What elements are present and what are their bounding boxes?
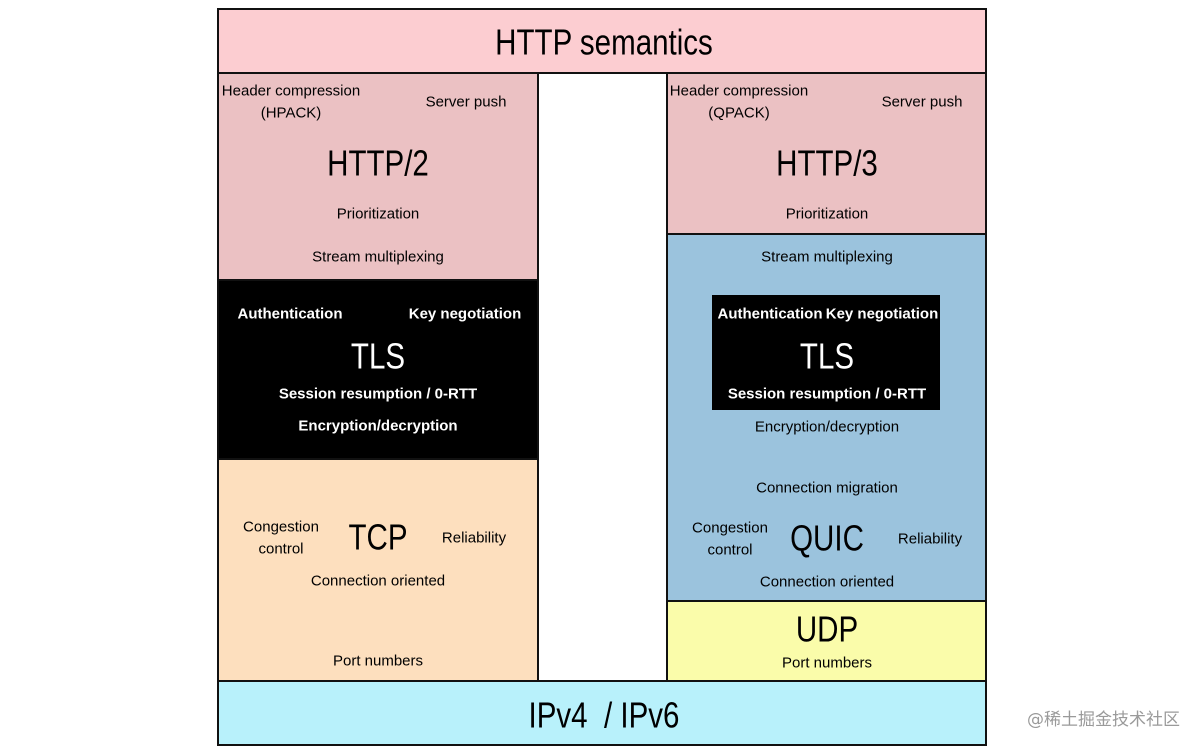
udp-title: UDP <box>795 608 859 650</box>
http2-title: HTTP/2 <box>327 142 429 184</box>
watermark: @稀土掘金技术社区 <box>1027 710 1180 730</box>
http2-layer: Header compression (HPACK) Server push H… <box>217 72 539 281</box>
tls-left-session-resumption-label: Session resumption / 0-RTT <box>278 385 478 403</box>
quic-congestion-label: Congestion <box>692 519 768 537</box>
http2-prioritization-label: Prioritization <box>336 205 420 223</box>
tls-left-title: TLS <box>350 335 406 377</box>
tls-left-authentication-label: Authentication <box>237 305 343 323</box>
quic-connection-oriented-label: Connection oriented <box>759 573 895 591</box>
http2-header-compression-label: Header compression <box>221 82 361 100</box>
tcp-control-label: control <box>258 540 304 558</box>
tls-right-authentication-label: Authentication <box>717 305 823 323</box>
tls-left-encryption-label: Encryption/decryption <box>298 417 458 435</box>
http3-server-push-label: Server push <box>881 93 963 111</box>
tcp-reliability-label: Reliability <box>441 529 507 547</box>
quic-reliability-label: Reliability <box>897 530 963 548</box>
tls-left-key-negotiation-label: Key negotiation <box>408 305 522 323</box>
tls-right-session-resumption-label: Session resumption / 0-RTT <box>727 385 927 403</box>
http-semantics-title: HTTP semantics <box>495 21 713 63</box>
tcp-title: TCP <box>348 516 408 558</box>
tcp-layer: Congestion control TCP Reliability Conne… <box>217 458 539 682</box>
quic-control-label: control <box>707 541 753 559</box>
tls-right-key-negotiation-label: Key negotiation <box>825 305 939 323</box>
http2-hpack-label: (HPACK) <box>260 104 322 122</box>
tls-layer-right: Authentication Key negotiation TLS Sessi… <box>712 295 940 410</box>
tcp-port-numbers-label: Port numbers <box>332 652 424 670</box>
http3-layer: Header compression (QPACK) Server push H… <box>666 72 987 235</box>
udp-port-numbers-label: Port numbers <box>781 654 873 672</box>
tls-right-title: TLS <box>799 335 855 377</box>
tls-layer-left: Authentication Key negotiation TLS Sessi… <box>217 279 539 460</box>
udp-layer: UDP Port numbers <box>666 600 987 682</box>
http3-title: HTTP/3 <box>776 142 878 184</box>
quic-connection-migration-label: Connection migration <box>756 479 898 497</box>
http-semantics-layer: HTTP semantics <box>217 8 987 74</box>
quic-title: QUIC <box>790 517 864 559</box>
http3-qpack-label: (QPACK) <box>708 104 770 122</box>
quic-encryption-label: Encryption/decryption <box>754 418 900 436</box>
ip-layer: IPv4 / IPv6 <box>217 680 987 746</box>
quic-layer: Stream multiplexing Encryption/decryptio… <box>666 233 987 602</box>
ip-title: IPv4 / IPv6 <box>528 694 680 736</box>
http2-stream-multiplexing-label: Stream multiplexing <box>312 248 444 266</box>
http2-server-push-label: Server push <box>425 93 507 111</box>
tcp-congestion-label: Congestion <box>243 518 319 536</box>
quic-stream-multiplexing-label: Stream multiplexing <box>761 248 893 266</box>
http3-prioritization-label: Prioritization <box>785 205 869 223</box>
http3-header-compression-label: Header compression <box>669 82 809 100</box>
tcp-connection-oriented-label: Connection oriented <box>310 572 446 590</box>
